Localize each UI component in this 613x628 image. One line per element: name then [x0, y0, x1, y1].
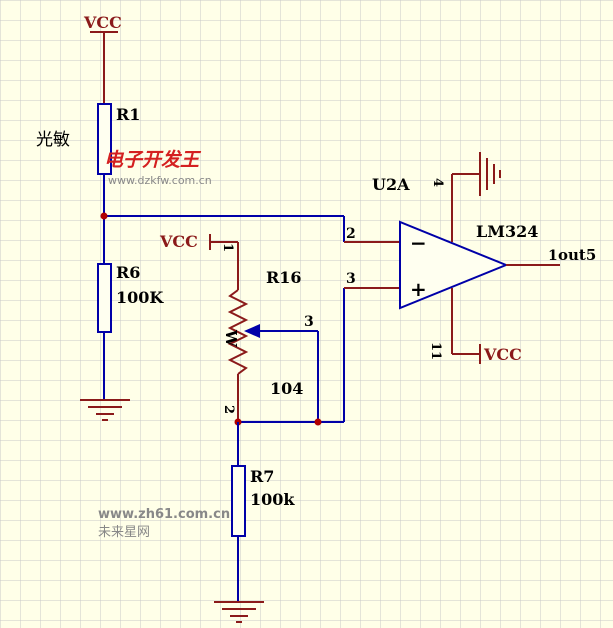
- vcc-pot-label: VCC: [159, 232, 198, 251]
- r16-potentiometer: R16 W 104 3: [222, 268, 319, 422]
- r7-body: [231, 465, 246, 537]
- pot-pin3-label: 3: [304, 314, 314, 330]
- r6-value: 100K: [116, 288, 164, 307]
- r6-label: R6: [116, 263, 140, 282]
- r1-photoresistor: R1 光敏: [36, 103, 140, 175]
- ground-left-symbol: [80, 399, 130, 421]
- pot-pin2-label: 2: [221, 405, 236, 414]
- r16-wiper-label: W: [222, 329, 240, 348]
- vcc-opamp-label: VCC: [483, 345, 522, 364]
- r16-zigzag: [227, 289, 249, 375]
- op-pin4-label: 4: [430, 178, 445, 187]
- watermark-url-1: www.dzkfw.com.cn: [108, 174, 212, 187]
- wiper-arrow: [244, 324, 260, 338]
- vcc-top-symbol: VCC: [83, 13, 122, 104]
- r1-label: R1: [116, 105, 140, 124]
- ground-bottom-symbol: [214, 601, 264, 623]
- r7-resistor: R7 100k: [231, 465, 295, 537]
- watermark-site-cn: 未来星网: [98, 525, 150, 540]
- r6-resistor: R6 100K: [97, 263, 164, 333]
- lm324-label: LM324: [476, 222, 538, 241]
- op-plus-sign: +: [410, 277, 427, 301]
- junction-dot-wiper: [314, 418, 322, 426]
- u2a-label: U2A: [372, 175, 410, 194]
- vcc-pot-symbol: VCC 1: [159, 232, 239, 290]
- watermark-url-2: www.zh61.com.cn: [98, 507, 230, 522]
- output-label: out5: [558, 246, 596, 264]
- op-pin3-label: 3: [346, 271, 356, 287]
- light-sensitive-label: 光敏: [36, 130, 70, 150]
- r7-label: R7: [250, 467, 274, 486]
- r16-value: 104: [270, 379, 303, 398]
- op-amp-u2a: 2 3 − + U2A LM324 4 11 VCC 1 out5: [344, 152, 596, 364]
- ground-opamp-symbol: [479, 152, 501, 196]
- vcc-top-label: VCC: [83, 13, 122, 32]
- junction-dot-left: [100, 212, 108, 220]
- r16-label: R16: [266, 268, 302, 287]
- op-pin11-label: 11: [428, 342, 443, 360]
- pot-pin1-label: 1: [220, 243, 235, 252]
- op-minus-sign: −: [410, 231, 427, 255]
- op-pin2-label: 2: [346, 226, 356, 242]
- r6-body: [97, 263, 112, 333]
- r7-value: 100k: [250, 490, 295, 509]
- watermark-title-cn: 电子开发王: [104, 149, 202, 171]
- op-amp-triangle: [399, 220, 509, 310]
- op-pin1-label: 1: [548, 248, 558, 264]
